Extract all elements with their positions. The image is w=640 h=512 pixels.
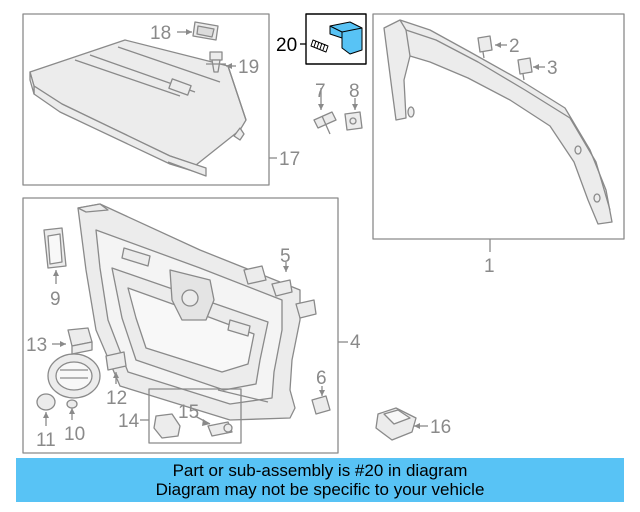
part-18-pad: [192, 21, 219, 41]
callout-18: 18: [150, 23, 171, 44]
part-11-cap: [36, 393, 56, 411]
part-7-bolt: [313, 111, 337, 135]
part-9-cover: [43, 227, 67, 269]
callout-5: 5: [280, 246, 291, 267]
tailgate-trim-frame: [22, 197, 339, 454]
callout-1: 1: [484, 256, 495, 277]
callout-17: 17: [279, 149, 300, 170]
banner-line-1: Part or sub-assembly is #20 in diagram: [172, 461, 468, 480]
tonneau-cover: [29, 39, 247, 177]
part-4-tailgate-trim: [77, 203, 301, 421]
callout-7: 7: [315, 81, 326, 102]
part-1-garnish: [383, 19, 613, 225]
callout-8: 8: [349, 81, 360, 102]
callout-4: 4: [350, 332, 361, 353]
callout-3: 3: [547, 58, 558, 79]
callout-20: 20: [276, 35, 297, 56]
part-8-nut: [344, 111, 363, 131]
callout-14: 14: [118, 411, 140, 432]
part-20-bracket: [310, 21, 363, 55]
lamp-subframe: [148, 388, 242, 444]
part-6-clip: [295, 299, 331, 415]
highlight-frame-20: [305, 13, 367, 65]
part-5-clip: [243, 265, 293, 297]
callout-12: 12: [106, 388, 127, 409]
callout-11: 11: [36, 430, 56, 451]
part-15-bulb: [207, 421, 233, 437]
tonneau-cover-frame: [22, 13, 270, 186]
part-14-lamp: [153, 413, 181, 439]
callout-9: 9: [50, 289, 61, 310]
part-13-switch: [67, 327, 93, 355]
banner-line-2: Diagram may not be specific to your vehi…: [155, 480, 485, 499]
part-19-clip: [206, 51, 226, 73]
part-3-clip: [517, 57, 533, 81]
part-16-lamp: [375, 407, 417, 441]
callout-13: 13: [26, 335, 47, 356]
info-banner: Part or sub-assembly is #20 in diagram D…: [16, 458, 624, 502]
callout-2: 2: [509, 36, 520, 57]
part-10-panel: [47, 353, 101, 409]
garnish-frame: [372, 13, 625, 240]
callout-16: 16: [430, 417, 451, 438]
part-12-insert: [105, 351, 127, 371]
callout-6: 6: [316, 368, 327, 389]
callout-10: 10: [64, 424, 85, 445]
callout-19: 19: [238, 57, 259, 78]
part-2-clip: [477, 35, 493, 59]
callout-15: 15: [178, 402, 199, 423]
